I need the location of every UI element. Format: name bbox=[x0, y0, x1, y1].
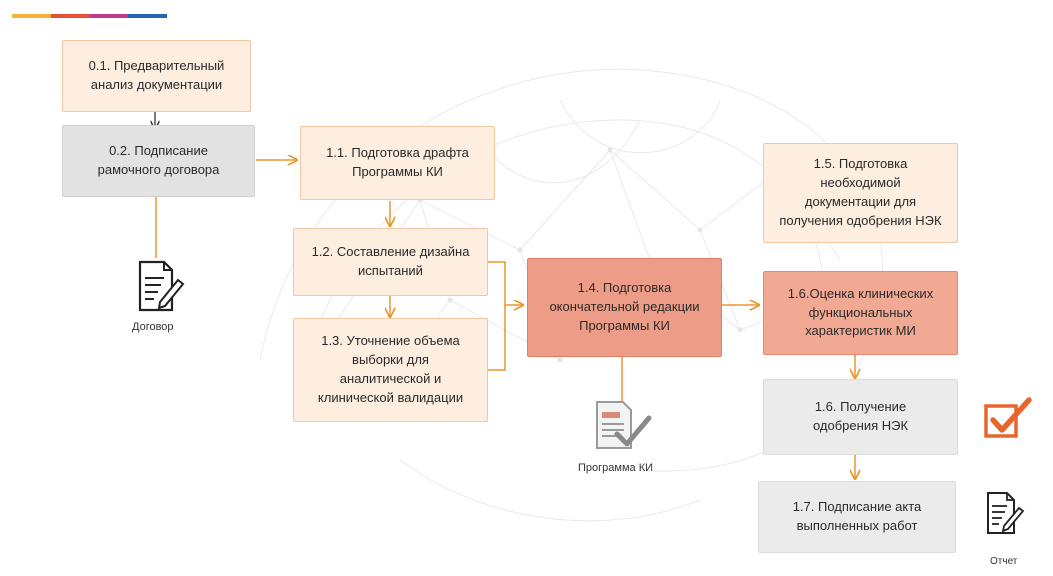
contract-caption: Договор bbox=[132, 321, 174, 333]
top-bar-segment bbox=[12, 14, 51, 18]
checkbox-check-icon bbox=[984, 397, 1032, 438]
step-1-1-box: 1.1. Подготовка драфта Программы КИ bbox=[300, 126, 495, 200]
step-0-1-box: 0.1. Предварительный анализ документации bbox=[62, 40, 251, 112]
step-1-4-box: 1.4. Подготовка окончательной редакции П… bbox=[527, 258, 722, 357]
step-1-2-box: 1.2. Составление дизайна испытаний bbox=[293, 228, 488, 296]
step-1-3-box: 1.3. Уточнение объема выборки для аналит… bbox=[293, 318, 488, 422]
step-1-5-box: 1.5. Подготовка необходимой документации… bbox=[763, 143, 958, 243]
document-check-icon bbox=[596, 401, 652, 449]
program-caption: Программа КИ bbox=[578, 462, 654, 474]
step-1-7-box: 1.7. Подписание акта выполненных работ bbox=[758, 481, 956, 553]
step-1-6-approval-box: 1.6. Получение одобрения НЭК bbox=[763, 379, 958, 455]
report-document-pen-icon bbox=[987, 492, 1025, 534]
document-pen-icon bbox=[138, 260, 185, 312]
top-bar-segment bbox=[128, 14, 167, 18]
step-1-6-evaluation-box: 1.6.Оценка клинических функциональных ха… bbox=[763, 271, 958, 355]
top-bar-segment bbox=[50, 14, 90, 18]
report-caption: Отчет bbox=[990, 556, 1018, 567]
top-accent-bar bbox=[12, 14, 167, 18]
top-bar-segment bbox=[89, 14, 129, 18]
step-0-2-box: 0.2. Подписание рамочного договора bbox=[62, 125, 255, 197]
